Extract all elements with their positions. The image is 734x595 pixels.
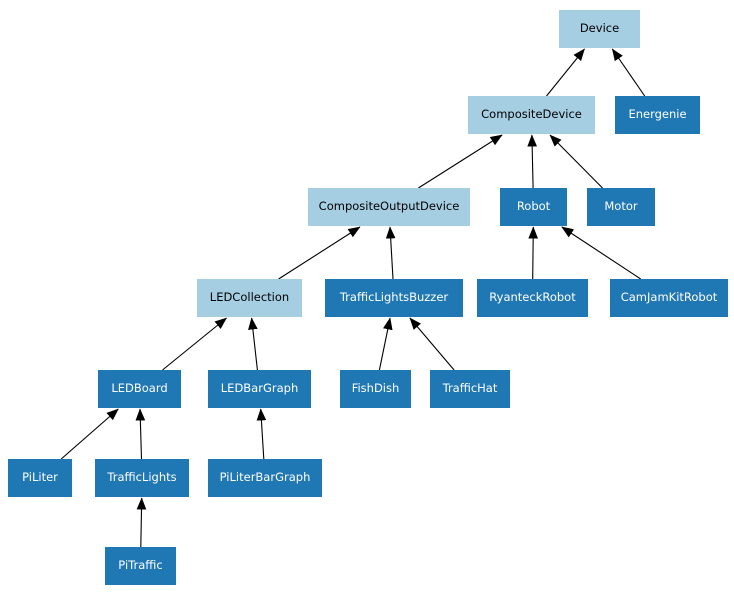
inherits-arrow-fishdish-to-trafficlightsbuzzer bbox=[378, 317, 393, 371]
inherits-arrow-ledboard-to-ledcollection bbox=[162, 317, 227, 371]
inherits-arrow-robot-to-compositedevice bbox=[527, 134, 537, 189]
inherits-arrow-piliterbargraph-to-ledbargraph bbox=[256, 408, 267, 460]
class-node-ryanteckrobot: RyanteckRobot bbox=[477, 279, 588, 317]
class-node-motor: Motor bbox=[587, 188, 655, 226]
inherits-arrow-energenie-to-device bbox=[611, 48, 646, 97]
inherits-arrow-compositeoutputdevice-to-compositedevice bbox=[418, 134, 503, 189]
inherits-arrow-ledcollection-to-compositeoutputdevice bbox=[278, 226, 361, 280]
inherits-arrow-motor-to-compositedevice bbox=[549, 134, 603, 189]
class-node-ledcollection: LEDCollection bbox=[197, 279, 302, 317]
class-node-piliterbargraph: PiLiterBarGraph bbox=[208, 459, 322, 497]
class-node-compositedevice: CompositeDevice bbox=[468, 96, 595, 134]
class-node-trafficlights: TrafficLights bbox=[95, 459, 189, 497]
class-node-traffichat: TrafficHat bbox=[430, 370, 510, 408]
inherits-arrow-traffichat-to-trafficlightsbuzzer bbox=[409, 317, 455, 371]
class-node-compositeoutputdevice: CompositeOutputDevice bbox=[308, 188, 470, 226]
class-node-energenie: Energenie bbox=[615, 96, 700, 134]
class-node-ledboard: LEDBoard bbox=[98, 370, 181, 408]
inherits-arrow-camjamkitrobot-to-robot bbox=[561, 226, 642, 280]
inheritance-arrows bbox=[60, 48, 646, 548]
class-node-device: Device bbox=[559, 10, 640, 48]
class-node-trafficlightsbuzzer: TrafficLightsBuzzer bbox=[325, 279, 463, 317]
inherits-arrow-pitraffic-to-trafficlights bbox=[136, 497, 147, 548]
class-node-pitraffic: PiTraffic bbox=[105, 547, 176, 585]
inherits-arrow-trafficlights-to-ledboard bbox=[135, 408, 146, 460]
inherits-arrow-piliter-to-ledboard bbox=[60, 408, 119, 460]
inherits-arrow-compositedevice-to-device bbox=[546, 48, 585, 97]
class-node-piliter: PiLiter bbox=[8, 459, 72, 497]
class-node-camjamkitrobot: CamJamKitRobot bbox=[610, 279, 728, 317]
class-node-fishdish: FishDish bbox=[340, 370, 411, 408]
inherits-arrow-ryanteckrobot-to-robot bbox=[528, 226, 539, 280]
class-node-robot: Robot bbox=[500, 188, 567, 226]
class-node-ledbargraph: LEDBarGraph bbox=[208, 370, 311, 408]
inherits-arrow-ledbargraph-to-ledcollection bbox=[248, 317, 258, 371]
inherits-arrow-trafficlightsbuzzer-to-compositeoutputdevice bbox=[385, 226, 396, 280]
